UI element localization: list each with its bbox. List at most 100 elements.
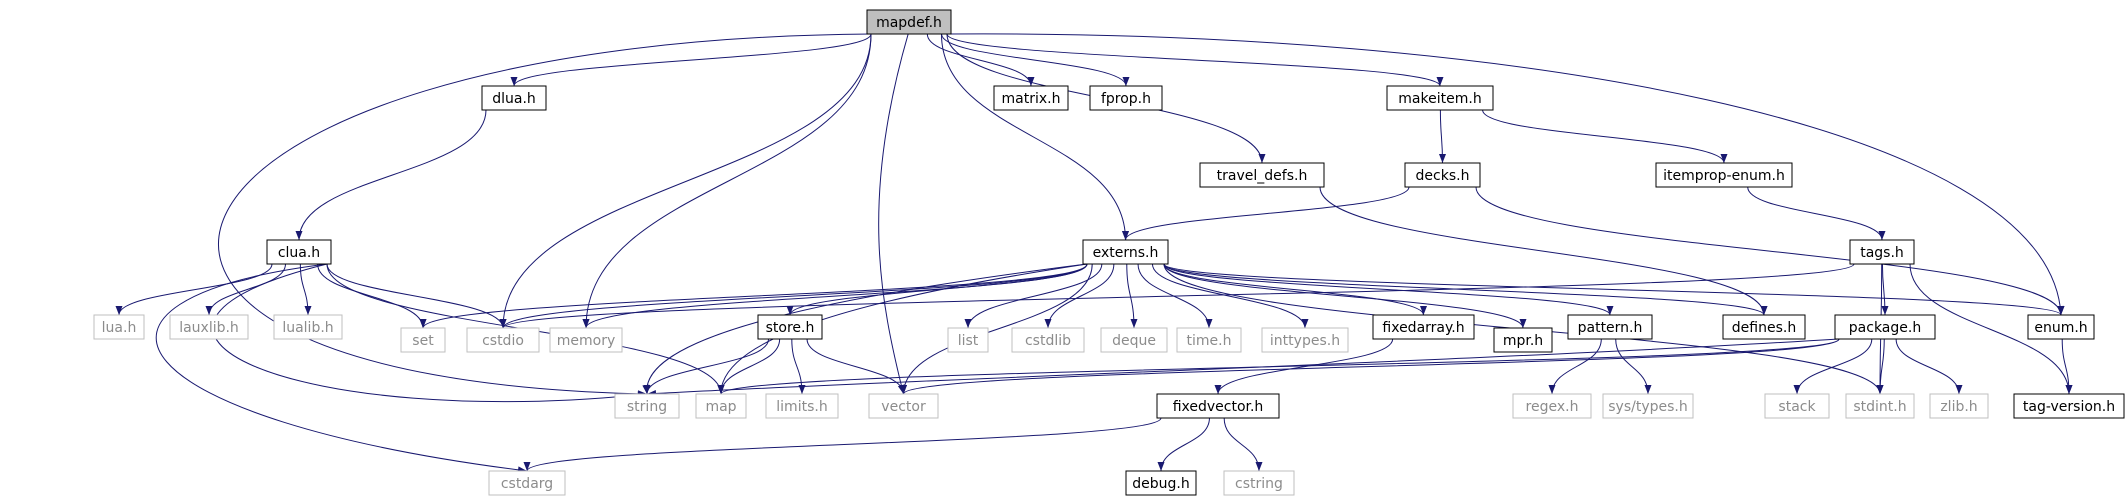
node-fprop[interactable]: fprop.h bbox=[1089, 85, 1163, 111]
node-box-makeitem[interactable] bbox=[1386, 85, 1494, 111]
node-cstring: cstring bbox=[1223, 470, 1295, 496]
node-string: string bbox=[614, 393, 680, 419]
node-package[interactable]: package.h bbox=[1834, 314, 1936, 340]
edge-fixedvector-to-cstring bbox=[1223, 417, 1260, 472]
edge-pattern-to-sys_types bbox=[1615, 338, 1649, 395]
node-clua[interactable]: clua.h bbox=[266, 239, 332, 265]
edge-externs-to-set bbox=[422, 263, 1088, 329]
node-label-tags: tags.h bbox=[1860, 245, 1904, 261]
edge-package-to-zlib bbox=[1895, 338, 1960, 395]
node-label-cstdarg: cstdarg bbox=[501, 476, 553, 492]
node-store[interactable]: store.h bbox=[757, 314, 823, 340]
edge-mapdef-to-externs bbox=[940, 33, 1126, 241]
node-box-fprop[interactable] bbox=[1089, 85, 1163, 111]
node-box-zlib bbox=[1929, 393, 1989, 419]
edge-pattern-to-regex bbox=[1551, 338, 1602, 395]
node-box-clua[interactable] bbox=[266, 239, 332, 265]
arrowhead-mapdef-to-travel_defs bbox=[1258, 154, 1266, 163]
node-dlua[interactable]: dlua.h bbox=[481, 85, 547, 111]
node-mapdef[interactable]: mapdef.h bbox=[866, 9, 952, 35]
node-tag_version[interactable]: tag-version.h bbox=[2013, 393, 2125, 419]
node-decks[interactable]: decks.h bbox=[1404, 162, 1481, 188]
node-box-matrix[interactable] bbox=[993, 85, 1069, 111]
edge-store-to-vector bbox=[806, 338, 904, 395]
node-fixedvector[interactable]: fixedvector.h bbox=[1156, 393, 1280, 419]
node-box-mpr[interactable] bbox=[1493, 327, 1553, 353]
node-box-mapdef[interactable] bbox=[866, 9, 952, 35]
node-box-tags[interactable] bbox=[1849, 239, 1915, 265]
arrowhead-externs-to-pattern bbox=[1606, 306, 1614, 315]
node-box-dlua[interactable] bbox=[481, 85, 547, 111]
edge-mapdef-to-enum bbox=[946, 33, 2062, 316]
node-label-lauxlib: lauxlib.h bbox=[179, 320, 239, 336]
node-tags[interactable]: tags.h bbox=[1849, 239, 1915, 265]
arrowhead-mapdef-to-makeitem bbox=[1436, 77, 1444, 86]
arrowhead-decks-to-externs bbox=[1122, 231, 1129, 240]
node-enum[interactable]: enum.h bbox=[2027, 314, 2095, 340]
node-set: set bbox=[400, 327, 446, 353]
edge-fixedarray-to-fixedvector bbox=[1217, 338, 1394, 395]
node-box-package[interactable] bbox=[1834, 314, 1936, 340]
arrowhead-externs-to-inttypes bbox=[1301, 319, 1309, 328]
node-box-enum[interactable] bbox=[2027, 314, 2095, 340]
node-sys_types: sys/types.h bbox=[1602, 393, 1694, 419]
node-box-fixedvector[interactable] bbox=[1156, 393, 1280, 419]
node-label-store: store.h bbox=[766, 320, 815, 336]
node-pattern[interactable]: pattern.h bbox=[1567, 314, 1653, 340]
edge-package-to-vector bbox=[903, 338, 1840, 395]
arrowhead-externs-to-memory bbox=[582, 319, 590, 328]
node-box-regex bbox=[1512, 393, 1592, 419]
node-box-fixedarray[interactable] bbox=[1372, 314, 1475, 340]
node-makeitem[interactable]: makeitem.h bbox=[1386, 85, 1494, 111]
edge-makeitem-to-itemprop_enum bbox=[1482, 109, 1725, 164]
node-inttypes: inttypes.h bbox=[1261, 327, 1349, 353]
arrowhead-fixedvector-to-cstdarg bbox=[523, 462, 531, 471]
node-cstdio: cstdio bbox=[466, 327, 540, 353]
edge-clua-to-set bbox=[317, 263, 424, 329]
edge-decks-to-enum bbox=[1475, 186, 2062, 316]
node-box-debug[interactable] bbox=[1125, 470, 1197, 496]
node-box-externs[interactable] bbox=[1082, 239, 1169, 265]
node-mpr[interactable]: mpr.h bbox=[1493, 327, 1553, 353]
node-label-fixedarray: fixedarray.h bbox=[1382, 320, 1464, 336]
node-debug[interactable]: debug.h bbox=[1125, 470, 1197, 496]
node-itemprop_enum[interactable]: itemprop-enum.h bbox=[1655, 162, 1793, 188]
node-label-deque: deque bbox=[1112, 333, 1156, 349]
node-label-sys_types: sys/types.h bbox=[1608, 399, 1687, 415]
node-box-store[interactable] bbox=[757, 314, 823, 340]
edge-externs-to-defines bbox=[1163, 263, 1765, 316]
node-label-matrix: matrix.h bbox=[1002, 91, 1061, 107]
node-defines[interactable]: defines.h bbox=[1722, 314, 1806, 340]
node-box-itemprop_enum[interactable] bbox=[1655, 162, 1793, 188]
edge-externs-to-cstdlib bbox=[1047, 263, 1115, 329]
node-fixedarray[interactable]: fixedarray.h bbox=[1372, 314, 1475, 340]
node-box-cstring bbox=[1223, 470, 1295, 496]
node-label-dlua: dlua.h bbox=[492, 91, 536, 107]
arrowhead-externs-to-store bbox=[786, 306, 794, 315]
arrowhead-externs-to-time bbox=[1205, 319, 1213, 328]
arrowhead-externs-to-list bbox=[964, 319, 972, 328]
node-externs[interactable]: externs.h bbox=[1082, 239, 1169, 265]
node-box-limits bbox=[765, 393, 839, 419]
node-label-mpr: mpr.h bbox=[1503, 333, 1543, 349]
node-box-travel_defs[interactable] bbox=[1199, 162, 1325, 188]
edge-externs-to-pattern bbox=[1163, 263, 1611, 316]
node-box-pattern[interactable] bbox=[1567, 314, 1653, 340]
edge-clua-to-lauxlib bbox=[208, 263, 286, 316]
edge-travel_defs-to-defines bbox=[1319, 186, 1765, 316]
arrowhead-mapdef-to-matrix bbox=[1027, 77, 1035, 86]
node-label-cstdio: cstdio bbox=[482, 333, 524, 349]
node-box-defines[interactable] bbox=[1722, 314, 1806, 340]
node-travel_defs[interactable]: travel_defs.h bbox=[1199, 162, 1325, 188]
edge-layer bbox=[115, 33, 2073, 474]
node-box-decks[interactable] bbox=[1404, 162, 1481, 188]
node-label-string: string bbox=[627, 399, 667, 415]
node-box-tag_version[interactable] bbox=[2013, 393, 2125, 419]
arrowhead-mapdef-to-fprop bbox=[1122, 77, 1130, 86]
node-regex: regex.h bbox=[1512, 393, 1592, 419]
node-matrix[interactable]: matrix.h bbox=[993, 85, 1069, 111]
node-box-lualib bbox=[273, 314, 343, 340]
arrowhead-externs-to-enum bbox=[2057, 306, 2065, 315]
node-label-set: set bbox=[412, 333, 434, 349]
